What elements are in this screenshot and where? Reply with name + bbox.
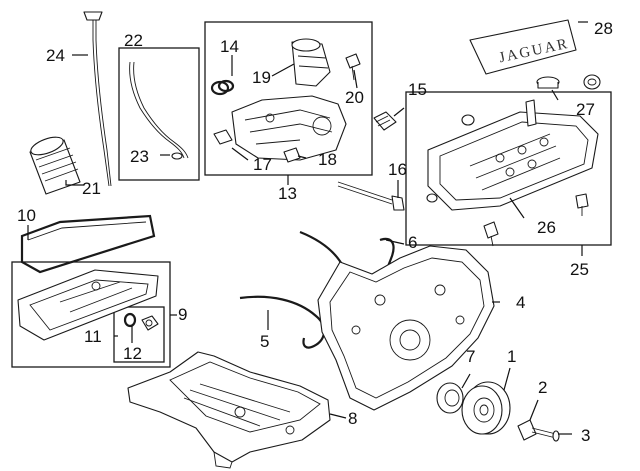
oil-pan-gasket [20, 214, 156, 274]
callout-8: 8 [348, 409, 357, 428]
dipstick-tube-group-box [118, 47, 200, 181]
callout-25: 25 [570, 260, 589, 279]
lower-oil-pan [17, 269, 159, 341]
callout-23: 23 [130, 147, 149, 166]
drain-plug-group-box [113, 306, 165, 363]
callout-18: 18 [318, 150, 337, 169]
callout-21: 21 [82, 179, 101, 198]
front-crank-seal [436, 382, 464, 414]
valve-cover [426, 99, 599, 247]
callout-27: 27 [576, 100, 595, 119]
timing-cover [317, 245, 495, 411]
callout-15: 15 [408, 80, 427, 99]
drain-plug [123, 312, 159, 331]
dipstick [83, 11, 112, 187]
callout-28: 28 [594, 19, 613, 38]
callout-19: 19 [252, 68, 271, 87]
long-bolt [337, 181, 405, 211]
callout-16: 16 [388, 160, 407, 179]
dipstick-tube [129, 61, 189, 160]
callout-3: 3 [581, 426, 590, 445]
callout-20: 20 [345, 88, 364, 107]
callout-26: 26 [537, 218, 556, 237]
callout-1: 1 [507, 347, 516, 366]
oil-filter-housing [210, 38, 361, 163]
callout-12: 12 [123, 344, 142, 363]
callout-9: 9 [178, 305, 187, 324]
callout-14: 14 [220, 37, 239, 56]
oil-pressure-sensor [373, 111, 397, 131]
crankshaft-pulley [461, 381, 511, 435]
crankshaft-bolt [517, 419, 560, 442]
valve-cover-group-box [405, 91, 612, 246]
oil-filler-cap [536, 74, 601, 90]
leader-lines [27, 21, 588, 435]
callout-7: 7 [466, 347, 475, 366]
callout-17: 17 [253, 155, 272, 174]
callout-2: 2 [538, 378, 547, 397]
callout-4: 4 [516, 293, 525, 312]
callout-10: 10 [17, 206, 36, 225]
callout-11: 11 [84, 327, 102, 346]
callout-13: 13 [278, 184, 297, 203]
oil-filter [29, 136, 81, 195]
engine-cover: JAGUAR [469, 19, 577, 75]
upper-oil-pan [127, 351, 331, 469]
callout-5: 5 [260, 332, 269, 351]
callout-24: 24 [46, 46, 65, 65]
callout-22: 22 [124, 31, 143, 50]
callout-6: 6 [408, 233, 417, 252]
